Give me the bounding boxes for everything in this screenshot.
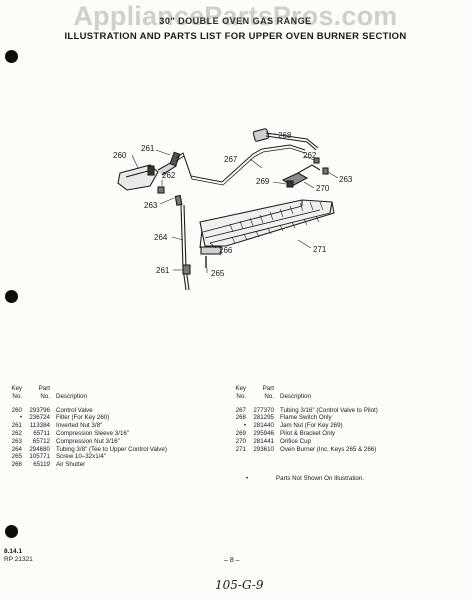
part-number: 113384 xyxy=(29,422,50,430)
callout-269: 269 xyxy=(256,177,270,186)
footnote-text: Parts Not Shown On Illustration. xyxy=(276,475,365,482)
punch-hole-top xyxy=(5,50,18,63)
part-number: 281440 xyxy=(253,422,274,430)
part-number: 295946 xyxy=(253,429,274,437)
part-description: Air Shutter xyxy=(56,461,86,469)
part-key: 264 xyxy=(11,445,22,453)
part-header: Part xyxy=(38,385,50,392)
footnote-mark: • xyxy=(246,475,249,482)
part-key: 263 xyxy=(11,437,22,445)
key-header: Key xyxy=(235,385,246,392)
part-number: 281441 xyxy=(253,437,274,445)
watermark: AppliancePartsPros.com xyxy=(73,1,398,31)
callout-261: 261 xyxy=(141,144,155,153)
part-header: Part xyxy=(262,385,274,392)
key-no-header: No. xyxy=(12,392,22,400)
part-description: Orifice Cup xyxy=(280,437,311,445)
footnote: • Parts Not Shown On Illustration. xyxy=(246,475,364,482)
callout-268: 268 xyxy=(278,131,292,140)
callout-263: 263 xyxy=(144,201,158,210)
callout-271: 271 xyxy=(313,245,327,254)
callout-270: 270 xyxy=(316,184,330,193)
part-key: 269 xyxy=(235,429,246,437)
part-key: 267 xyxy=(235,406,246,414)
part-number: 293610 xyxy=(253,445,274,453)
part-number: 236724 xyxy=(29,414,50,422)
section-code: 8.14.1 xyxy=(4,548,23,555)
part-key: 260 xyxy=(11,406,22,414)
callout-261-lower: 261 xyxy=(156,266,170,275)
part-key: 270 xyxy=(235,437,246,445)
part-number: 281295 xyxy=(253,414,274,422)
control-valve-part xyxy=(117,151,181,191)
part-key: 265 xyxy=(11,453,22,461)
part-number: 65119 xyxy=(33,461,50,469)
part-number: 65711 xyxy=(33,429,50,437)
document-title: 30" DOUBLE OVEN GAS RANGE xyxy=(159,16,312,26)
pilot-assembly-part xyxy=(281,164,321,188)
part-no-header: No. xyxy=(40,392,50,400)
callout-262: 262 xyxy=(162,171,176,180)
part-key: 261 xyxy=(11,422,22,430)
description-header: Description xyxy=(280,392,311,400)
key-no-header: No. xyxy=(236,392,246,400)
part-key: • xyxy=(19,414,22,422)
callout-265: 265 xyxy=(211,269,225,278)
part-key: 271 xyxy=(235,445,246,453)
part-key: 266 xyxy=(11,461,22,469)
part-no-header: No. xyxy=(264,392,274,400)
flame-switch-part xyxy=(252,128,319,151)
callout-262-right: 262 xyxy=(303,151,317,160)
callout-260: 260 xyxy=(113,151,127,160)
document-subtitle: ILLUSTRATION AND PARTS LIST FOR UPPER OV… xyxy=(64,31,407,42)
handwritten-note: 105-G-9 xyxy=(215,578,264,592)
callout-263-right: 263 xyxy=(339,175,353,184)
callout-267: 267 xyxy=(224,155,238,164)
part-description: Oven Burner (Inc. Keys 265 & 266) xyxy=(280,445,377,453)
callout-264: 264 xyxy=(154,233,168,242)
punch-hole-middle xyxy=(5,290,18,303)
part-description: Control Valve xyxy=(56,406,93,414)
part-description: Flame Switch Only xyxy=(280,414,332,422)
part-number: 293796 xyxy=(29,406,50,414)
part-key: 268 xyxy=(235,414,246,422)
part-description: Screw 10–32x1/4" xyxy=(56,453,107,461)
oven-burner-part xyxy=(199,199,335,247)
part-description: Pilot & Bracket Only xyxy=(280,429,336,437)
part-number: 65712 xyxy=(32,437,50,445)
callout-266: 266 xyxy=(219,246,233,255)
page-number: – 8 – xyxy=(224,557,240,564)
part-number: 277370 xyxy=(253,406,274,414)
part-description: Filter (For Key 260) xyxy=(56,414,110,422)
rp-code: RP 21321 xyxy=(4,556,33,563)
part-description: Compression Nut 3/16" xyxy=(56,437,120,445)
part-number: 105771 xyxy=(29,453,50,461)
description-header: Description xyxy=(56,392,87,400)
part-description: Tubing 3/16" (Control Valve to Pilot) xyxy=(280,406,378,414)
key-header: Key xyxy=(11,385,22,392)
part-description: Compression Sleeve 3/16" xyxy=(56,429,130,437)
part-description: Jam Nut (For Key 269) xyxy=(280,422,343,430)
part-description: Tubing 3/8" (Tee to Upper Control Valve) xyxy=(56,445,167,453)
part-key: • xyxy=(243,422,246,430)
part-number: 294680 xyxy=(29,445,50,453)
part-description: Inverted Nut 3/8" xyxy=(56,422,103,430)
part-key: 262 xyxy=(11,429,22,437)
punch-hole-bottom xyxy=(5,525,18,538)
